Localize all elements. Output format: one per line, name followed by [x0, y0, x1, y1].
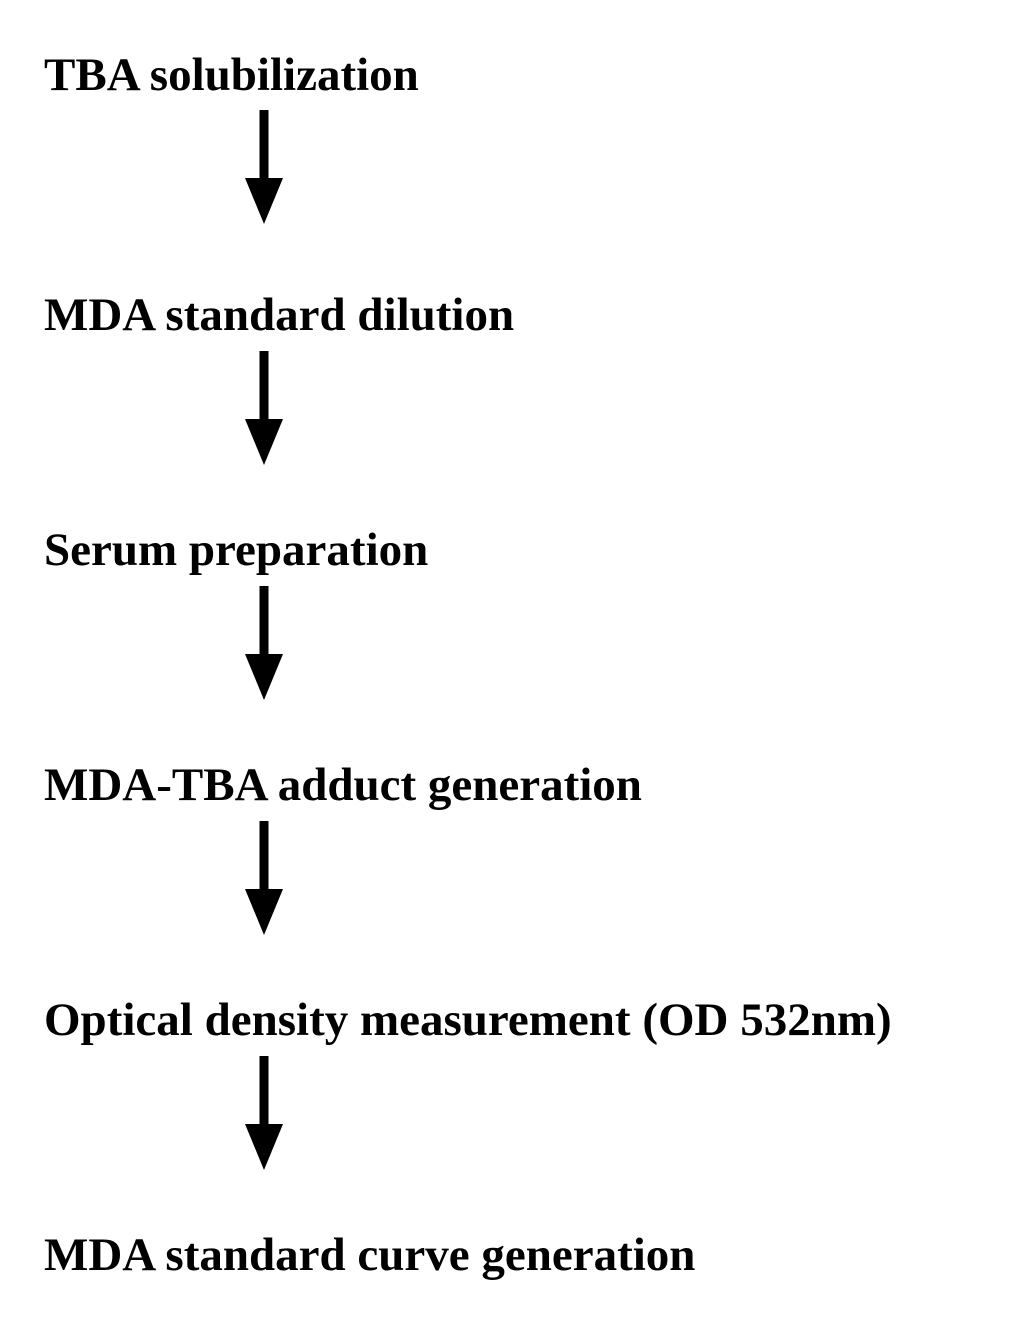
step-tba-solubilization: TBA solubilization: [44, 49, 419, 101]
step-mda-tba-adduct-generation: MDA-TBA adduct generation: [44, 759, 642, 811]
down-arrow-icon: [244, 821, 284, 937]
step-mda-standard-curve-generation: MDA standard curve generation: [44, 1229, 696, 1281]
down-arrow-icon: [244, 586, 284, 702]
step-mda-standard-dilution: MDA standard dilution: [44, 289, 515, 341]
down-arrow-icon: [244, 110, 284, 226]
step-optical-density-measurement: Optical density measurement (OD 532nm): [44, 994, 892, 1046]
step-serum-preparation: Serum preparation: [44, 524, 429, 576]
down-arrow-icon: [244, 351, 284, 467]
down-arrow-icon: [244, 1056, 284, 1172]
